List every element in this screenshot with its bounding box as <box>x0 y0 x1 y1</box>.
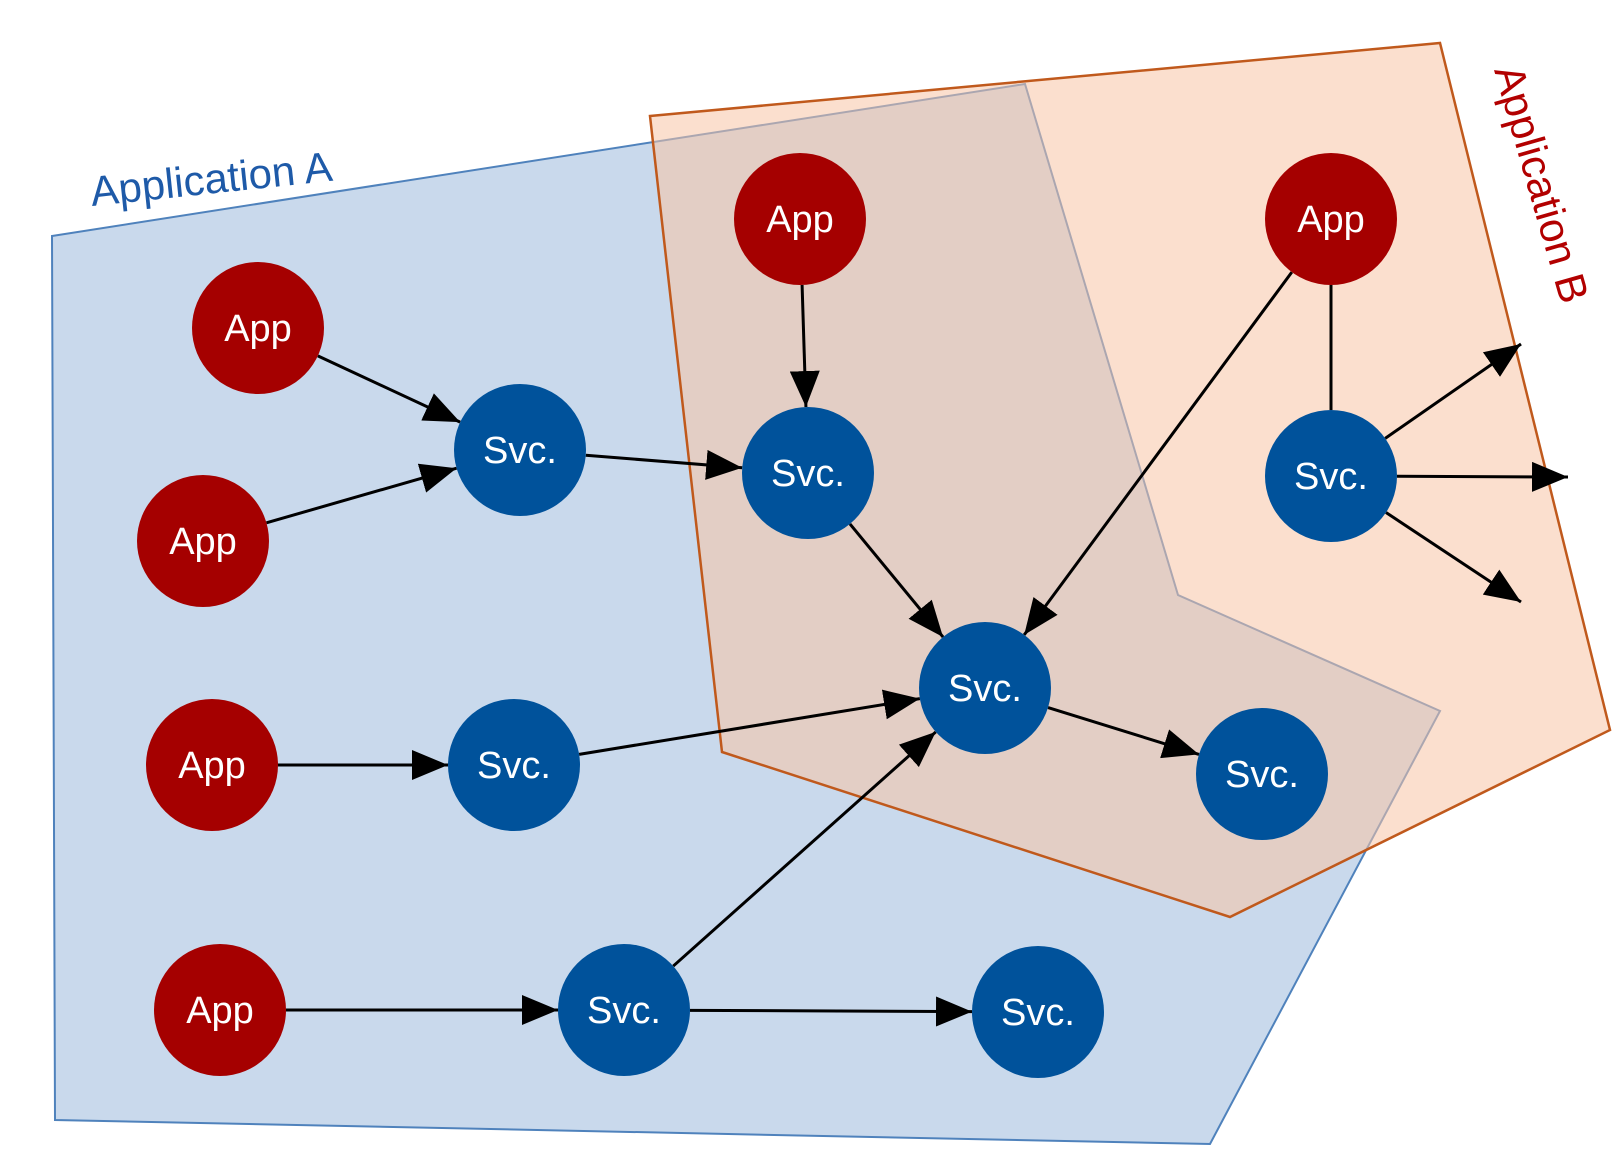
edge-svc8-to-out-down <box>1385 511 1522 604</box>
edge-svc2-to-svc3 <box>848 523 945 638</box>
svc-node-svc1: Svc. <box>454 384 586 516</box>
svc-label: Svc. <box>948 668 1022 710</box>
svc-circle <box>448 699 580 831</box>
edge-app5-to-svc2 <box>789 284 820 408</box>
edge-svc3-to-svc5 <box>1047 706 1200 759</box>
edge-svc6-to-svc3 <box>672 730 937 968</box>
edge-svc8-to-out-up <box>1384 342 1522 440</box>
app-label: App <box>766 199 834 241</box>
svc-label: Svc. <box>483 430 557 472</box>
app-circle <box>137 475 269 607</box>
svc-circle <box>1196 708 1328 840</box>
svc-label: Svc. <box>477 745 551 787</box>
svc-node-svc3: Svc. <box>919 622 1051 754</box>
svc-node-svc5: Svc. <box>1196 708 1328 840</box>
app-label: App <box>169 521 237 563</box>
app-circle <box>734 153 866 285</box>
svc-circle <box>972 946 1104 1078</box>
svc-label: Svc. <box>1225 754 1299 796</box>
app-circle <box>146 699 278 831</box>
svc-circle <box>454 384 586 516</box>
app-node-app4: App <box>154 944 286 1076</box>
svc-label: Svc. <box>771 453 845 495</box>
svc-node-svc4: Svc. <box>448 699 580 831</box>
app-node-app1: App <box>192 262 324 394</box>
edge-app2-to-svc1 <box>266 463 457 525</box>
region-label-application-b: Application B <box>1485 60 1598 309</box>
edge-app1-to-svc1 <box>317 354 461 424</box>
app-label: App <box>178 745 246 787</box>
svc-node-svc7: Svc. <box>972 946 1104 1078</box>
svc-circle <box>919 622 1051 754</box>
app-label: App <box>1297 199 1365 241</box>
edge-svc8-to-out-right <box>1396 461 1569 492</box>
svc-node-svc2: Svc. <box>742 407 874 539</box>
svc-circle <box>742 407 874 539</box>
app-circle <box>1265 153 1397 285</box>
edge-app6-to-svc3 <box>1022 271 1294 636</box>
svc-label: Svc. <box>587 990 661 1032</box>
svc-circle <box>1265 410 1397 542</box>
app-circle <box>192 262 324 394</box>
edge-svc1-to-svc2 <box>585 449 743 480</box>
svc-node-svc8: Svc. <box>1265 410 1397 542</box>
edge-svc4-to-svc3 <box>578 689 921 756</box>
svc-node-svc6: Svc. <box>558 944 690 1076</box>
svc-label: Svc. <box>1294 456 1368 498</box>
app-node-app3: App <box>146 699 278 831</box>
app-node-app6: App <box>1265 153 1397 285</box>
app-circle <box>154 944 286 1076</box>
app-node-app5: App <box>734 153 866 285</box>
app-label: App <box>224 308 292 350</box>
edge-svc6-to-svc7 <box>689 996 973 1027</box>
svc-label: Svc. <box>1001 992 1075 1034</box>
app-node-app2: App <box>137 475 269 607</box>
app-label: App <box>186 990 254 1032</box>
edges <box>266 271 1569 1027</box>
svc-circle <box>558 944 690 1076</box>
